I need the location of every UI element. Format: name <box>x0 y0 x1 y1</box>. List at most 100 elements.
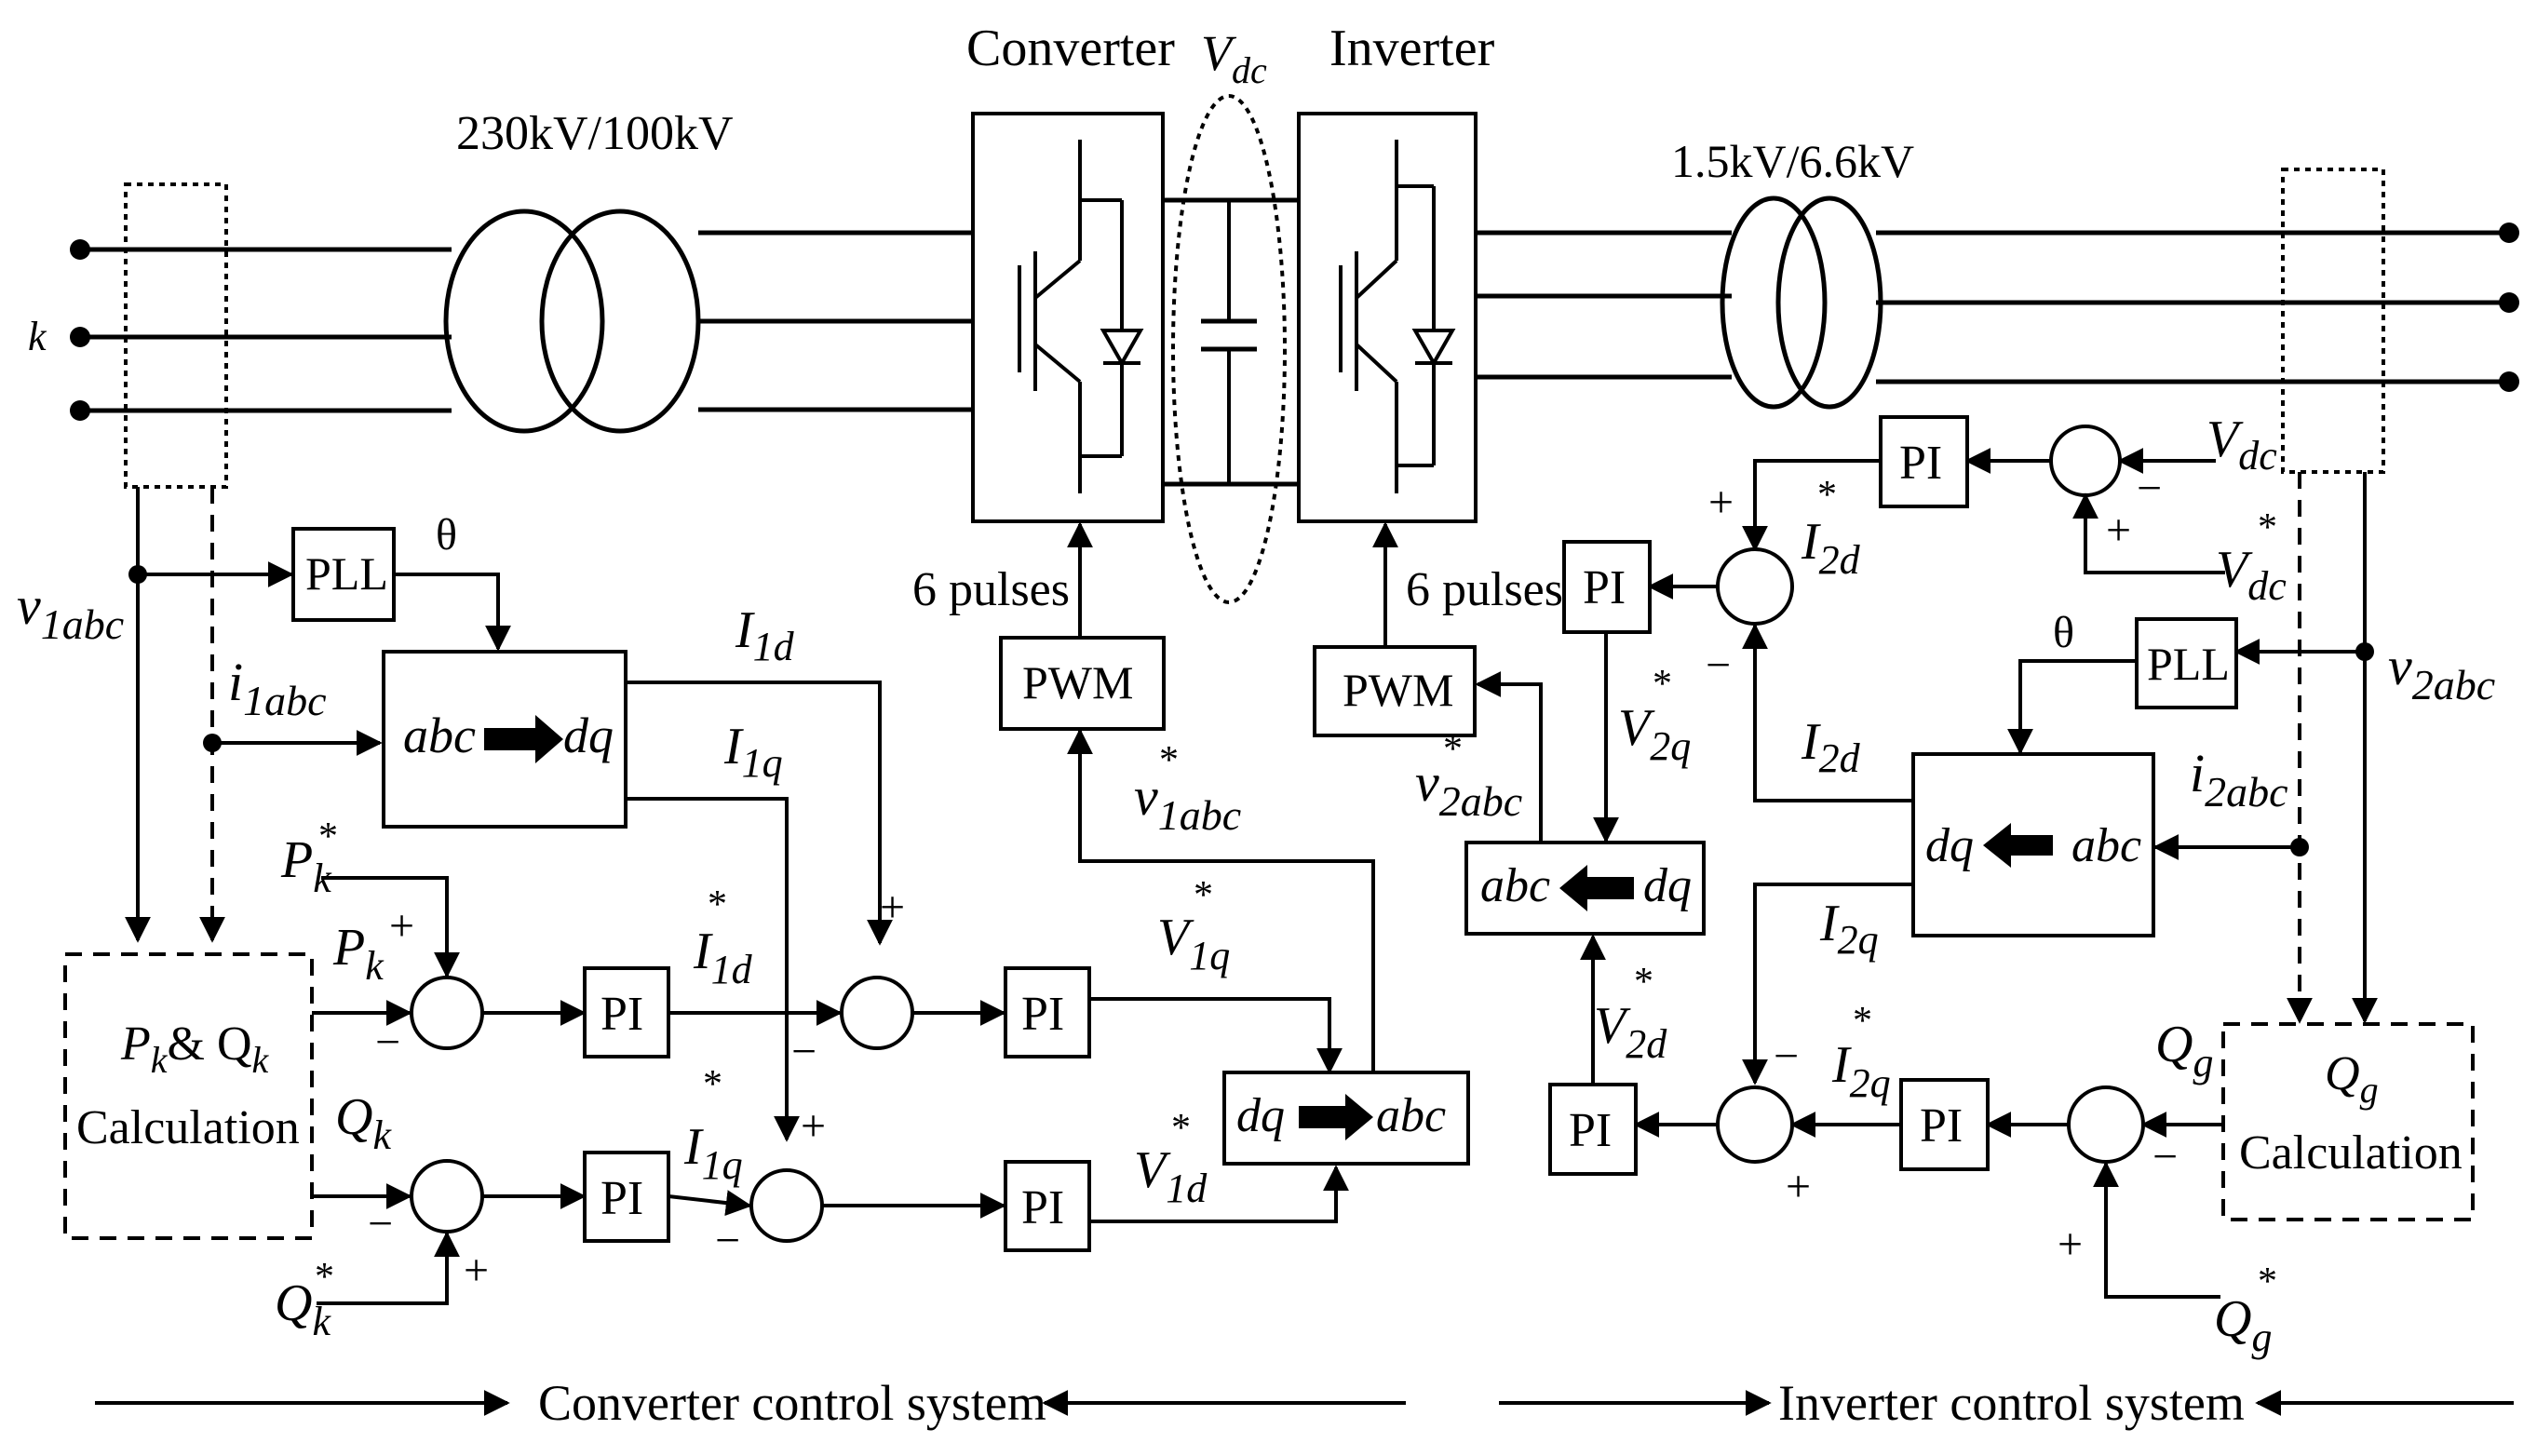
v1abc-label: v1abc <box>17 575 124 648</box>
i1q-plus: + <box>801 1101 826 1151</box>
v1abc-star-label: v1abc <box>1134 766 1241 839</box>
pkqk-calculation-text: Calculation <box>76 1101 300 1154</box>
V1q-asterisk: * <box>1194 874 1213 917</box>
power-circuit: k 230kV/100kV Converter <box>28 20 2519 604</box>
dq-label-4: dq <box>1925 819 1974 872</box>
pk-qk-calculation-block <box>63 952 314 1240</box>
transformer-2 <box>1720 195 1883 410</box>
V2d-asterisk: * <box>1634 961 1653 1004</box>
I1q-star-label: I1q <box>683 1118 743 1188</box>
pi-vdc-label: PI <box>1899 437 1942 490</box>
pk-star-label: Pk <box>280 831 332 901</box>
right-measurement-box <box>2281 168 2385 474</box>
pwm-block-2 <box>1313 645 1477 737</box>
v2abc-star-asterisk: * <box>1443 728 1463 771</box>
i2abc-label: i2abc <box>2190 743 2288 816</box>
pll-1-label: PLL <box>305 547 388 600</box>
pi-block-qk <box>583 1151 670 1243</box>
pi-pk-label: PI <box>601 988 643 1041</box>
pi-block-i2q <box>1548 1083 1638 1176</box>
converter-control-label: Converter control system <box>538 1375 1046 1431</box>
abc-label-3: abc <box>1480 859 1550 912</box>
I1d-star-label: I1d <box>693 923 753 992</box>
I2d-star-label: I2d <box>1801 513 1861 583</box>
I1d-label: I1d <box>735 601 795 669</box>
vdc-minus: − <box>2137 464 2162 513</box>
qg-star-asterisk: * <box>2258 1261 2277 1303</box>
vdc-top-label: Vdc <box>1201 25 1267 91</box>
left-measurement-box <box>124 182 228 489</box>
pk-star-asterisk: * <box>318 816 338 858</box>
vdc-right-label: Vdc <box>2206 411 2277 479</box>
i1abc-label: i1abc <box>228 652 327 724</box>
I1d-star-asterisk: * <box>708 883 727 926</box>
pi-i2q-label: PI <box>1569 1104 1612 1157</box>
v2abc-label: v2abc <box>2388 636 2495 708</box>
i2q-minus: − <box>1774 1031 1799 1081</box>
right-terminal-a <box>2499 222 2519 243</box>
pi-i2d-label: PI <box>1583 561 1626 614</box>
I2d-label: I2d <box>1801 713 1861 781</box>
i1q-minus: − <box>715 1216 740 1265</box>
V2q-asterisk: * <box>1653 663 1672 706</box>
pkqk-title: Pk& Qk <box>120 1018 270 1081</box>
sum-qg <box>2067 1085 2145 1164</box>
V1d-asterisk: * <box>1171 1107 1191 1150</box>
dq-label-1: dq <box>563 708 614 763</box>
V2q-star-label: V2q <box>1618 699 1691 769</box>
converter-control: v1abc i1abc PLL θ abc dq I1d I1q Pk& Qk … <box>17 487 1470 1344</box>
sum-i2d <box>1716 547 1794 626</box>
inverter-label: Inverter <box>1329 20 1495 77</box>
i1d-minus: − <box>791 1027 816 1076</box>
I1q-label: I1q <box>723 718 783 786</box>
pi-block-pk <box>583 966 670 1058</box>
inverter-control-label: Inverter control system <box>1778 1375 2245 1431</box>
pi-qk-label: PI <box>601 1172 643 1225</box>
qg-star-label: Qg <box>2214 1290 2272 1360</box>
i1d-plus: + <box>880 883 905 932</box>
abc-label-1: abc <box>403 708 476 763</box>
v1abc-star-asterisk: * <box>1159 739 1179 782</box>
qg-calc-title: Qg <box>2325 1047 2379 1111</box>
i2d-minus: − <box>1706 640 1731 690</box>
V1d-label: V1d <box>1134 1141 1208 1211</box>
sum-i2q <box>1716 1085 1794 1164</box>
theta-1-label: θ <box>436 510 457 559</box>
sum-vdc <box>2049 425 2122 497</box>
inverter-control: PWM 6 pulses Vdc − + Vdc * PI + I2d * − … <box>1313 411 2495 1360</box>
pk-plus: + <box>389 901 414 950</box>
abc-label-4: abc <box>2071 819 2141 872</box>
qg-calculation-text: Calculation <box>2239 1126 2463 1180</box>
inverter-block <box>1297 112 1478 523</box>
pi-block-vdc <box>1879 415 1969 508</box>
right-terminal-c <box>2499 371 2519 392</box>
transformer-1-rating: 230kV/100kV <box>456 107 734 160</box>
right-terminal-b <box>2499 292 2519 313</box>
pi-block-qg <box>1899 1078 1990 1171</box>
qk-star-label: Qk <box>275 1274 331 1344</box>
bus-k-label: k <box>28 314 47 359</box>
converter-label: Converter <box>966 20 1175 77</box>
v2abc-star-label: v2abc <box>1415 752 1522 825</box>
V2d-star-label: V2d <box>1594 997 1667 1067</box>
qg-label: Qg <box>2155 1016 2213 1085</box>
footer: Converter control system Inverter contro… <box>95 1375 2514 1431</box>
pll-block-2 <box>2135 617 2238 709</box>
I1q-star-asterisk: * <box>703 1063 722 1106</box>
sum-i1d <box>840 976 914 1050</box>
dc-link-ellipse <box>1171 94 1287 604</box>
pi-block-i1q <box>1004 1160 1091 1252</box>
abc-label-2: abc <box>1376 1089 1446 1142</box>
vdc-plus: + <box>2106 506 2131 555</box>
qk-star-asterisk: * <box>315 1256 334 1299</box>
V1q-label: V1q <box>1157 909 1230 978</box>
vdc-star-label: Vdc <box>2216 541 2287 609</box>
sum-pk <box>410 976 484 1050</box>
I2q-label: I2q <box>1819 895 1879 963</box>
sum-qk <box>410 1159 484 1234</box>
pk-label: Pk <box>332 919 385 989</box>
i2q-plus: + <box>1786 1162 1811 1211</box>
qg-calculation-block <box>2221 1022 2475 1221</box>
I2q-star-asterisk: * <box>1853 1000 1872 1043</box>
